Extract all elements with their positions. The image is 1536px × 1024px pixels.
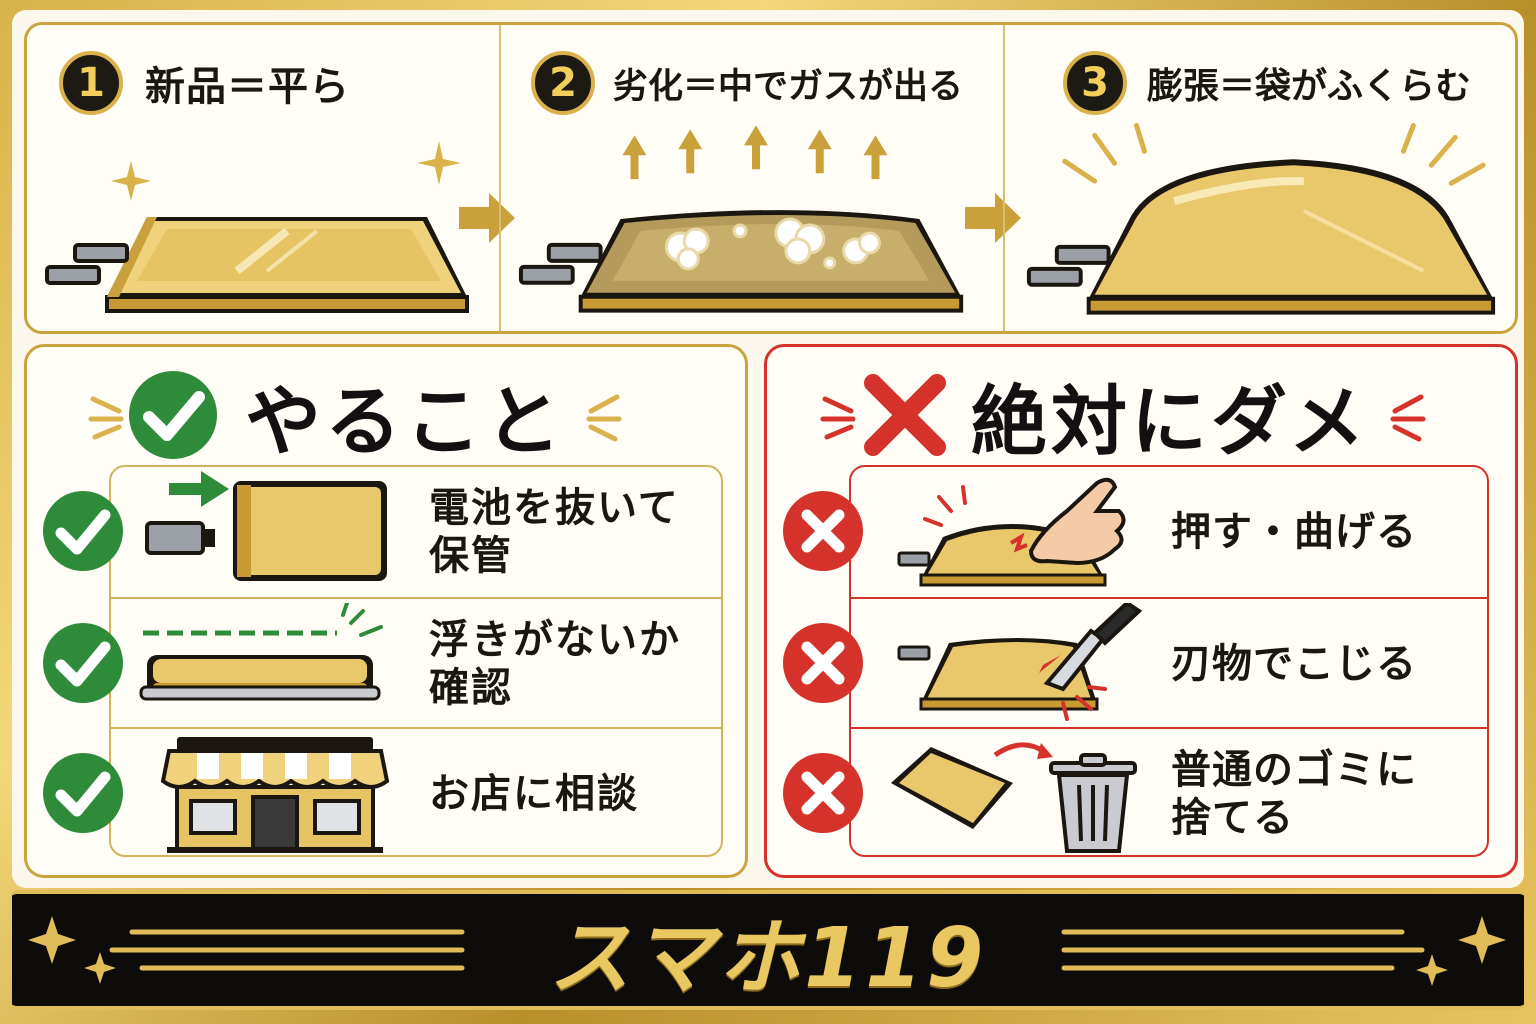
do-item-check-swelling: 浮きがないか 確認: [43, 597, 721, 729]
pressing-battery-icon: [897, 477, 1126, 587]
gassing-battery-icon: [518, 125, 964, 313]
dont-list: 押す・曲げる 刃物でこじる: [783, 465, 1489, 859]
stage-header: 2 劣化＝中でガスが出る: [531, 51, 963, 115]
do-panel-header: やること: [87, 367, 623, 466]
dont-item-pry-with-blade: 刃物でこじる: [783, 597, 1487, 729]
label-line: お店に相談: [429, 771, 639, 817]
cross-circle-icon: [783, 753, 863, 833]
next-stage-arrow-icon: [965, 193, 1021, 243]
label-line: 押す・曲げる: [1171, 509, 1417, 555]
dont-item-label: 押す・曲げる: [1171, 467, 1481, 597]
do-panel: やること 電池を抜いて 保管: [24, 344, 748, 878]
stage-header: 3 膨張＝袋がふくらむ: [1063, 51, 1471, 115]
step-number-badge: 1: [59, 51, 123, 115]
cross-circle-icon: [783, 623, 863, 703]
accent-rays-icon: [586, 394, 622, 442]
check-circle-icon: [43, 623, 123, 703]
next-stage-arrow-icon: [459, 193, 515, 243]
battery-to-trash-icon: [891, 742, 1137, 853]
flat-check-battery-icon: [139, 603, 383, 701]
do-item-label: 電池を抜いて 保管: [429, 467, 719, 597]
dont-panel-header: 絶対にダメ: [819, 367, 1427, 466]
cross-circle-icon: [783, 491, 863, 571]
knife-prying-battery-icon: [897, 603, 1143, 721]
dont-item-label: 刃物でこじる: [1171, 599, 1481, 729]
banner-decoration: [28, 916, 1506, 986]
label-line: 保管: [429, 533, 513, 579]
step-number-badge: 3: [1063, 51, 1127, 115]
do-item-consult-shop: お店に相談: [43, 727, 721, 859]
do-list: 電池を抜いて 保管 浮きがないか 確認: [43, 465, 723, 859]
do-panel-title: やること: [245, 377, 565, 466]
check-circle-icon: [129, 371, 217, 459]
stage-header: 1 新品＝平ら: [59, 51, 350, 115]
cross-mark-icon: [864, 374, 946, 456]
label-line: 確認: [429, 665, 513, 711]
gas-up-arrow-icon: [622, 125, 888, 180]
gold-stripes: [109, 929, 1425, 971]
do-item-label: お店に相談: [429, 729, 719, 859]
do-item-remove-battery: 電池を抜いて 保管: [43, 467, 721, 597]
dont-panel-title: 絶対にダメ: [971, 377, 1369, 466]
dont-item-label: 普通のゴミに 捨てる: [1171, 729, 1481, 859]
sparkle-icon: [28, 916, 1506, 986]
dont-item-regular-trash: 普通のゴミに 捨てる: [783, 727, 1487, 859]
dont-panel: 絶対にダメ 押す・曲げる: [764, 344, 1518, 878]
label-line: 浮きがないか: [429, 617, 681, 663]
accent-rays-icon: [88, 396, 124, 440]
stage-title: 新品＝平ら: [145, 64, 350, 110]
accent-rays-icon: [820, 396, 856, 440]
label-line: 捨てる: [1171, 795, 1294, 841]
brand-logo-text: スマホ119: [548, 910, 988, 1006]
accent-rays-icon: [1390, 394, 1426, 442]
label-line: 刃物でこじる: [1171, 641, 1417, 687]
stage-new: 1 新品＝平ら: [27, 25, 499, 331]
gas-bubble-icon: [664, 217, 881, 271]
dont-item-press-bend: 押す・曲げる: [783, 467, 1487, 597]
burst-lines-icon: [1062, 122, 1486, 186]
check-circle-icon: [43, 753, 123, 833]
battery-stages-panel: 1 新品＝平ら 2 劣化＝中でガスが出る: [24, 22, 1518, 334]
do-item-label: 浮きがないか 確認: [429, 599, 719, 729]
sparkle-icon: [111, 141, 461, 201]
brand-banner: スマホ119: [12, 890, 1524, 1010]
flat-battery-icon: [45, 141, 469, 313]
stage-swollen: 3 膨張＝袋がふくらむ: [1003, 25, 1515, 331]
shop-icon: [160, 737, 390, 853]
stage-degraded: 2 劣化＝中でガスが出る: [499, 25, 1003, 331]
check-circle-icon: [43, 491, 123, 571]
label-line: 電池を抜いて: [429, 485, 680, 531]
label-line: 普通のゴミに: [1171, 747, 1417, 793]
stage-title: 膨張＝袋がふくらむ: [1147, 66, 1472, 107]
step-number-badge: 2: [531, 51, 595, 115]
stage-title: 劣化＝中でガスが出る: [613, 66, 964, 107]
battery-removed-icon: [145, 471, 387, 581]
swollen-battery-icon: [1026, 122, 1496, 315]
